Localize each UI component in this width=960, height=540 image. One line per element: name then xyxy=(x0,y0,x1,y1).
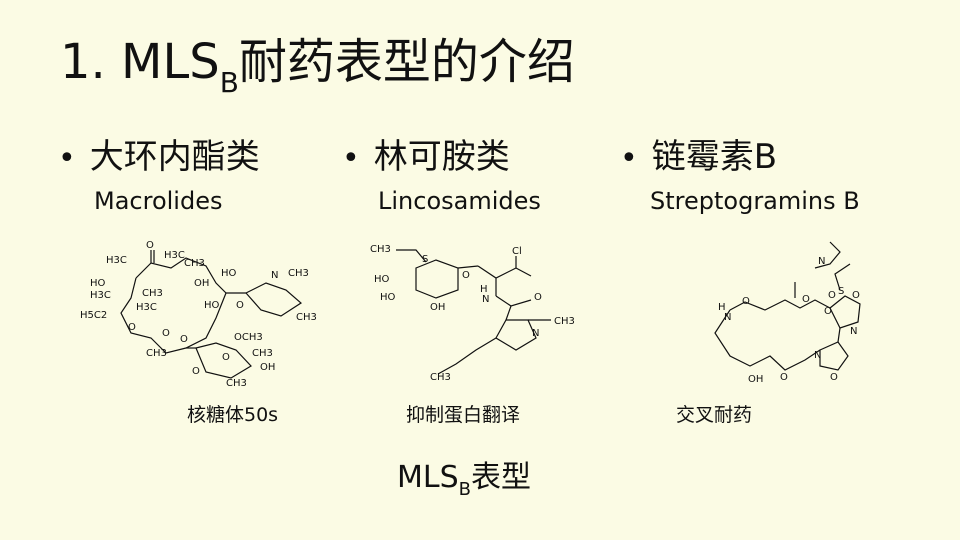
atom-label: O xyxy=(222,352,230,363)
atom-label: N xyxy=(814,350,821,361)
atom-label: N xyxy=(850,326,857,337)
atom-label: CH3 xyxy=(430,372,451,383)
caption-macrolides: 核糖体50s xyxy=(187,404,279,426)
caption-streptogramins: 交叉耐药 xyxy=(676,404,753,426)
atom-label: O xyxy=(780,372,788,383)
title-prefix: 1. MLS xyxy=(60,34,220,90)
atom-label: HO xyxy=(90,278,106,289)
atom-label: N xyxy=(532,328,539,339)
atom-label: O xyxy=(128,322,136,333)
title-subscript: B xyxy=(219,66,239,99)
atom-label: O xyxy=(742,296,750,307)
atom-label: OH xyxy=(430,302,445,313)
atom-label: OH xyxy=(260,362,275,373)
atom-label: CH3 xyxy=(184,258,205,269)
streptogramin-structure-svg: N S O O N O O H O N OH O N O xyxy=(714,241,861,385)
slide-title: 1. MLSB耐药表型的介绍 xyxy=(60,32,575,99)
atom-label: O xyxy=(180,334,188,345)
atom-label: O xyxy=(852,290,860,301)
bullet-zh-label: 林可胺类 xyxy=(373,137,510,177)
atom-label: O xyxy=(534,292,542,303)
atom-label: HO xyxy=(204,300,220,311)
lincosamide-structure-image: CH3 S HO O HO OH H N Cl O N CH3 CH3 xyxy=(366,238,586,388)
atom-label: Cl xyxy=(512,246,522,257)
atom-label: S xyxy=(838,286,844,297)
bullet-icon: • xyxy=(342,141,360,176)
atom-label: N xyxy=(271,270,278,281)
atom-label: H3C xyxy=(90,290,111,301)
atom-label: O xyxy=(828,290,836,301)
atom-label: HO xyxy=(221,268,237,279)
atom-label: OH xyxy=(748,374,763,385)
bullet-icon: • xyxy=(620,141,638,176)
streptogramin-structure-image: N S O O N O O H O N OH O N O xyxy=(690,238,890,388)
atom-label: O xyxy=(462,270,470,281)
atom-label: CH3 xyxy=(252,348,273,359)
atom-label: O xyxy=(824,306,832,317)
atom-label: H3C xyxy=(164,250,185,261)
atom-label: HO xyxy=(380,292,396,303)
atom-label: CH3 xyxy=(554,316,575,327)
caption-lincosamides: 抑制蛋白翻译 xyxy=(406,404,521,426)
atom-label: N xyxy=(818,256,825,267)
atom-label: HO xyxy=(374,274,390,285)
atom-label: S xyxy=(422,254,428,265)
footer-prefix: MLS xyxy=(397,460,459,495)
atom-label: O xyxy=(802,294,810,305)
atom-label: CH3 xyxy=(142,288,163,299)
bullet-zh-label: 大环内酯类 xyxy=(89,137,260,177)
atom-label: O xyxy=(236,300,244,311)
macrolide-structure-svg: O H3C HO OH CH3 H3C HO H3C N CH3 HO O CH… xyxy=(80,240,317,388)
atom-label: CH3 xyxy=(370,244,391,255)
atom-label: O xyxy=(162,328,170,339)
atom-label: CH3 xyxy=(146,348,167,359)
bullet-zh-label: 链霉素B xyxy=(651,137,778,177)
bullet-en-label: Streptogramins B xyxy=(650,187,860,215)
atom-label: CH3 xyxy=(288,268,309,279)
atom-label: H xyxy=(718,302,726,313)
atom-label: H xyxy=(480,284,488,295)
footer-label: MLSB表型 xyxy=(397,452,531,500)
lincosamide-structure-svg: CH3 S HO O HO OH H N Cl O N CH3 CH3 xyxy=(370,244,575,383)
title-suffix: 耐药表型的介绍 xyxy=(238,34,575,90)
atom-label: O xyxy=(192,366,200,377)
bullet-item: • 林可胺类 xyxy=(342,132,541,184)
bullet-icon: • xyxy=(58,141,76,176)
column-streptogramins: • 链霉素B Streptogramins B xyxy=(620,132,860,216)
atom-label: O xyxy=(830,372,838,383)
atom-label: CH3 xyxy=(296,312,317,323)
bullet-item: • 链霉素B xyxy=(620,132,860,184)
atom-label: H3C xyxy=(136,302,157,313)
atom-label: H3C xyxy=(106,255,127,266)
column-lincosamides: • 林可胺类 Lincosamides xyxy=(342,132,541,216)
atom-label: N xyxy=(482,294,489,305)
footer-subscript: B xyxy=(458,479,471,500)
atom-label: N xyxy=(724,312,731,323)
atom-label: CH3 xyxy=(226,378,247,388)
macrolide-structure-image: O H3C HO OH CH3 H3C HO H3C N CH3 HO O CH… xyxy=(76,238,326,388)
column-macrolides: • 大环内酯类 Macrolides xyxy=(58,132,260,216)
bullet-item: • 大环内酯类 xyxy=(58,132,260,184)
bullet-en-label: Lincosamides xyxy=(378,187,541,215)
atom-label: OCH3 xyxy=(234,332,263,343)
atom-label: H5C2 xyxy=(80,310,107,321)
footer-suffix: 表型 xyxy=(471,460,531,495)
atom-label: OH xyxy=(194,278,209,289)
bullet-en-label: Macrolides xyxy=(94,187,223,215)
atom-label: O xyxy=(146,240,154,251)
